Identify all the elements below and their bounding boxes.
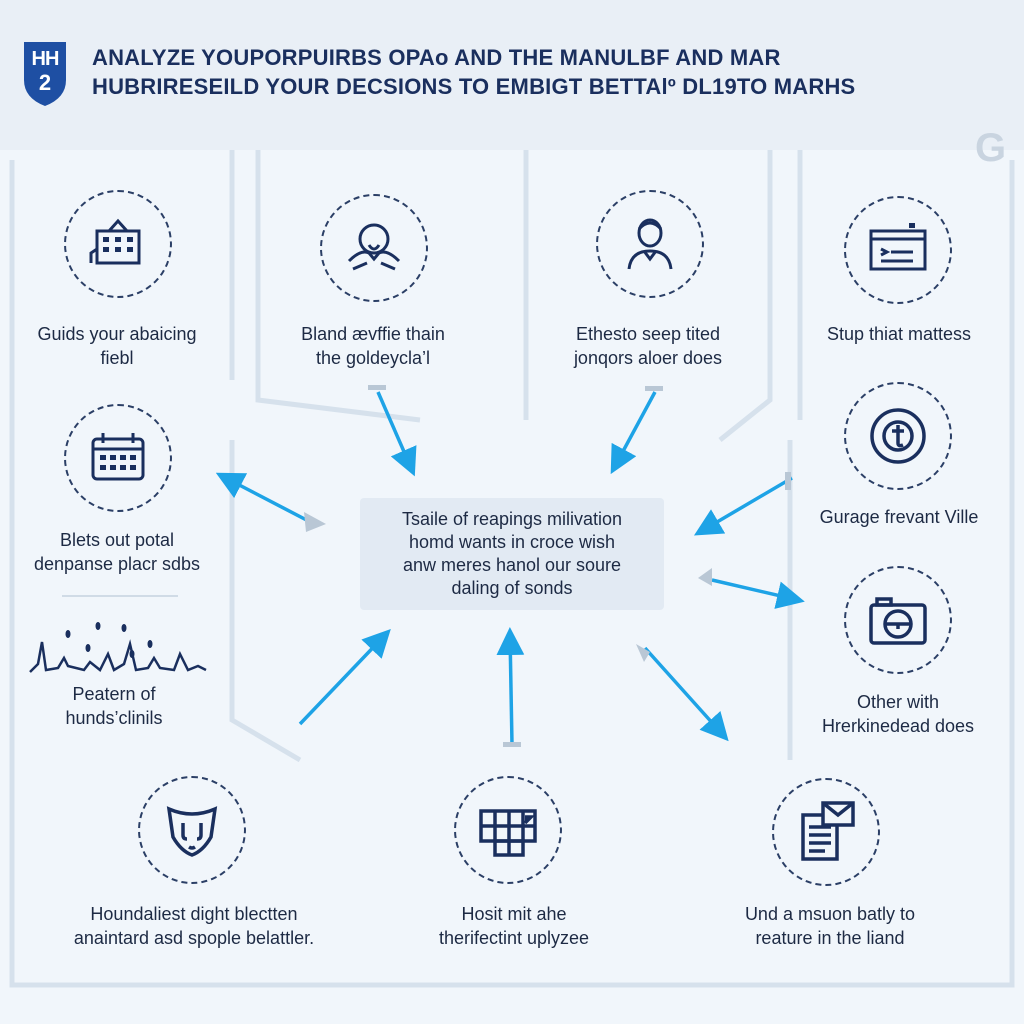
building-label-line1: Guids your abaicing (37, 324, 197, 344)
hands-label-line2: the goldeycla’l (315, 348, 431, 368)
building-label-line2: fiebl (100, 348, 134, 368)
title-line-1: ANALYZE YOUPORPUIRBS OPAo AND THE MANULB… (92, 45, 781, 70)
mail-label-line2: reature in the liand (755, 928, 905, 948)
calendar-label: Blets out potal denpanse placr sdbs (10, 528, 224, 576)
shield-label: Houndaliest dight blectten anaintard asd… (44, 902, 344, 950)
logo-text: HH (31, 48, 60, 70)
mail-label-line1: Und a msuon batly to (744, 904, 916, 924)
shield-icon (138, 776, 246, 884)
building-label: Guids your abaicing fiebl (10, 322, 224, 370)
camera-label-line1: Other with (856, 692, 940, 712)
corner-decoration: G (975, 126, 1007, 170)
center-line-1: Tsaile of reapings milivation (401, 509, 623, 529)
grid-label-line2: therifectint uplyzee (438, 928, 590, 948)
calendar-label-line1: Blets out potal (59, 530, 175, 550)
waveform-icon (28, 614, 208, 678)
document-icon (844, 196, 952, 304)
shield-label-line2: anaintard asd spople belattler. (73, 928, 315, 948)
center-summary-box: Tsaile of reapings milivation homd wants… (360, 498, 664, 610)
clock-label: Gurage frevant Ville (796, 505, 1002, 529)
calendar-icon (64, 404, 172, 512)
shield-label-line1: Houndaliest dight blectten (90, 904, 298, 924)
document-label: Stup thiat mattess (800, 322, 998, 346)
document-label-line1: Stup thiat mattess (826, 324, 972, 344)
center-line-4: daling of sonds (451, 578, 573, 598)
grid-icon (454, 776, 562, 884)
waveform-label-line1: Peatern of (72, 684, 156, 704)
logo-number: 2 (38, 70, 52, 95)
clock-label-line1: Gurage frevant Ville (819, 507, 979, 527)
center-line-3: anw meres hanol our soure (402, 555, 622, 575)
person-icon (596, 190, 704, 298)
hands-label-line1: Bland ævffie thain (301, 324, 445, 344)
waveform-label-line2: hunds’clinils (65, 708, 163, 728)
clock-icon (844, 382, 952, 490)
camera-label-line2: Hrerkinedead does (821, 716, 975, 736)
logo: HH 2 (22, 40, 68, 108)
calendar-label-line2: denpanse placr sdbs (33, 554, 201, 574)
building-icon (64, 190, 172, 298)
camera-icon (844, 566, 952, 674)
hands-label: Bland ævffie thain the goldeycla’l (268, 322, 478, 370)
person-label-line1: Ethesto seep tited (575, 324, 721, 344)
grid-label-line1: Hosit mit ahe (461, 904, 567, 924)
shield-logo-icon (24, 42, 66, 106)
person-label-line2: jonqors aloer does (573, 348, 723, 368)
waveform-label: Peatern of hunds’clinils (14, 682, 214, 730)
center-line-2: homd wants in croce wish (408, 532, 616, 552)
grid-label: Hosit mit ahe therifectint uplyzee (404, 902, 624, 950)
header-banner: HH 2 ANALYZE YOUPORPUIRBS OPAo AND THE M… (0, 0, 1024, 150)
mail-label: Und a msuon batly to reature in the lian… (712, 902, 948, 950)
hands-heart-icon (320, 194, 428, 302)
person-label: Ethesto seep tited jonqors aloer does (548, 322, 748, 370)
title-line-2: HUBRIRESEILD YOUR DECSIONS TO EMBIGT BET… (92, 74, 856, 99)
mail-document-icon (772, 778, 880, 886)
camera-label: Other with Hrerkinedead does (796, 690, 1000, 738)
